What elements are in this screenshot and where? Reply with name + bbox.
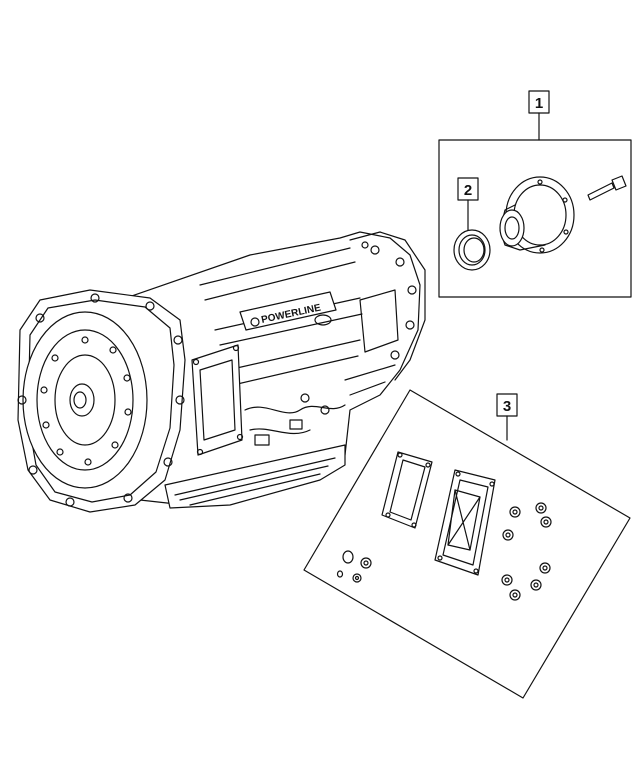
item-3-group-box — [303, 389, 631, 699]
bolt-part — [587, 175, 627, 201]
callout-1[interactable]: 1 — [528, 90, 550, 141]
o-ring-small-part — [336, 550, 354, 578]
cover-plate-part — [434, 469, 496, 576]
item-1-group-box — [438, 139, 632, 298]
callout-3[interactable]: 3 — [496, 393, 518, 441]
fasteners-set — [352, 502, 552, 601]
callout-3-number: 3 — [503, 398, 511, 415]
transmission-assembly: POWERLINE — [17, 231, 426, 513]
callout-1-number: 1 — [535, 95, 543, 112]
output-flange-part — [499, 176, 575, 254]
callout-2[interactable]: 2 — [457, 177, 479, 233]
seal-part — [453, 229, 491, 271]
cover-gasket-part — [381, 451, 433, 529]
callout-2-number: 2 — [464, 182, 472, 199]
